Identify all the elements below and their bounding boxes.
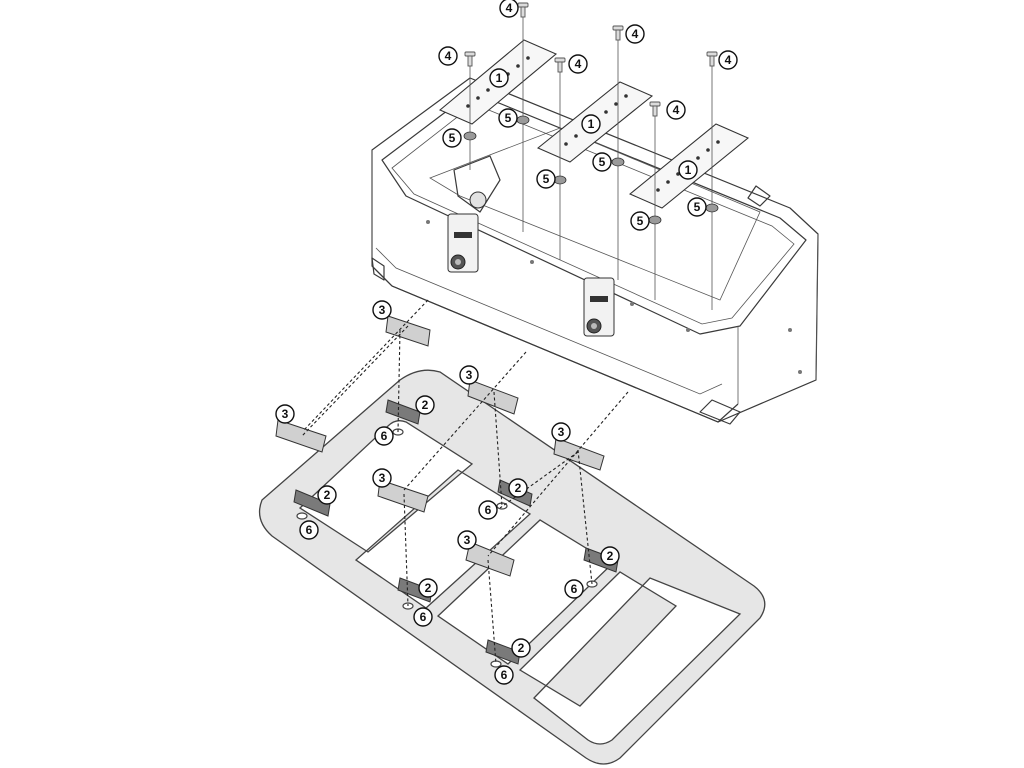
callout-label: 3 (379, 303, 386, 317)
callout-label: 3 (379, 471, 386, 485)
callout-3-f: 3 (457, 530, 477, 550)
callout-label: 6 (381, 429, 388, 443)
callout-2-e: 2 (600, 546, 620, 566)
callout-4-e: 4 (666, 100, 686, 120)
callout-3-a: 3 (372, 300, 392, 320)
callout-5-a: 5 (442, 128, 462, 148)
callout-label: 2 (422, 398, 429, 412)
assembly-lines (301, 299, 629, 665)
callout-3-b: 3 (275, 404, 295, 424)
callout-2-f: 2 (511, 638, 531, 658)
callout-label: 3 (282, 407, 289, 421)
callout-6-e: 6 (564, 579, 584, 599)
callout-label: 6 (501, 668, 508, 682)
callout-3-e: 3 (551, 422, 571, 442)
callout-4-b: 4 (438, 46, 458, 66)
callout-6-c: 6 (478, 500, 498, 520)
callout-4-f: 4 (718, 50, 738, 70)
callout-4-d: 4 (625, 24, 645, 44)
callout-label: 6 (571, 582, 578, 596)
washers (463, 115, 719, 225)
callout-label: 4 (445, 49, 452, 63)
callout-label: 6 (306, 523, 313, 537)
callout-label: 2 (607, 549, 614, 563)
callout-label: 5 (543, 172, 550, 186)
callout-label: 5 (505, 111, 512, 125)
callout-label: 6 (420, 610, 427, 624)
callout-label: 6 (485, 503, 492, 517)
case-latch-right (583, 277, 615, 337)
callout-label: 3 (464, 533, 471, 547)
nuts (296, 428, 598, 668)
callout-label: 4 (632, 27, 639, 41)
callout-label: 4 (725, 53, 732, 67)
callout-label: 5 (449, 131, 456, 145)
clamp-plates (275, 315, 605, 577)
callout-3-c: 3 (459, 365, 479, 385)
callout-4-c: 4 (568, 54, 588, 74)
callout-label: 3 (466, 368, 473, 382)
callout-1-c: 1 (678, 160, 698, 180)
callout-label: 4 (575, 57, 582, 71)
callout-2-c: 2 (508, 478, 528, 498)
callout-4-a: 4 (499, 0, 519, 18)
callout-label: 5 (599, 155, 606, 169)
callout-5-e: 5 (630, 211, 650, 231)
callout-label: 5 (694, 200, 701, 214)
callout-2-a: 2 (415, 395, 435, 415)
callout-5-c: 5 (536, 169, 556, 189)
callout-5-d: 5 (592, 152, 612, 172)
callout-label: 4 (506, 1, 513, 15)
callout-label: 3 (558, 425, 565, 439)
callout-label: 2 (515, 481, 522, 495)
case-hinge (453, 155, 501, 213)
bolts (464, 2, 718, 310)
callout-2-d: 2 (418, 578, 438, 598)
case-latch-left (447, 213, 479, 273)
callout-3-d: 3 (372, 468, 392, 488)
callout-label: 2 (324, 488, 331, 502)
callout-label: 1 (588, 117, 595, 131)
callouts: 1 1 1 4 4 4 4 4 4 5 5 5 5 5 5 3 3 3 3 3 … (275, 0, 738, 685)
callout-1-b: 1 (581, 114, 601, 134)
callout-5-b: 5 (498, 108, 518, 128)
callout-1-a: 1 (489, 68, 509, 88)
callout-5-f: 5 (687, 197, 707, 217)
callout-label: 2 (518, 641, 525, 655)
callout-label: 1 (685, 163, 692, 177)
callout-label: 1 (496, 71, 503, 85)
callout-label: 4 (673, 103, 680, 117)
callout-6-b: 6 (299, 520, 319, 540)
callout-label: 5 (637, 214, 644, 228)
callout-6-d: 6 (413, 607, 433, 627)
callout-6-f: 6 (494, 665, 514, 685)
callout-2-b: 2 (317, 485, 337, 505)
callout-6-a: 6 (374, 426, 394, 446)
callout-label: 2 (425, 581, 432, 595)
